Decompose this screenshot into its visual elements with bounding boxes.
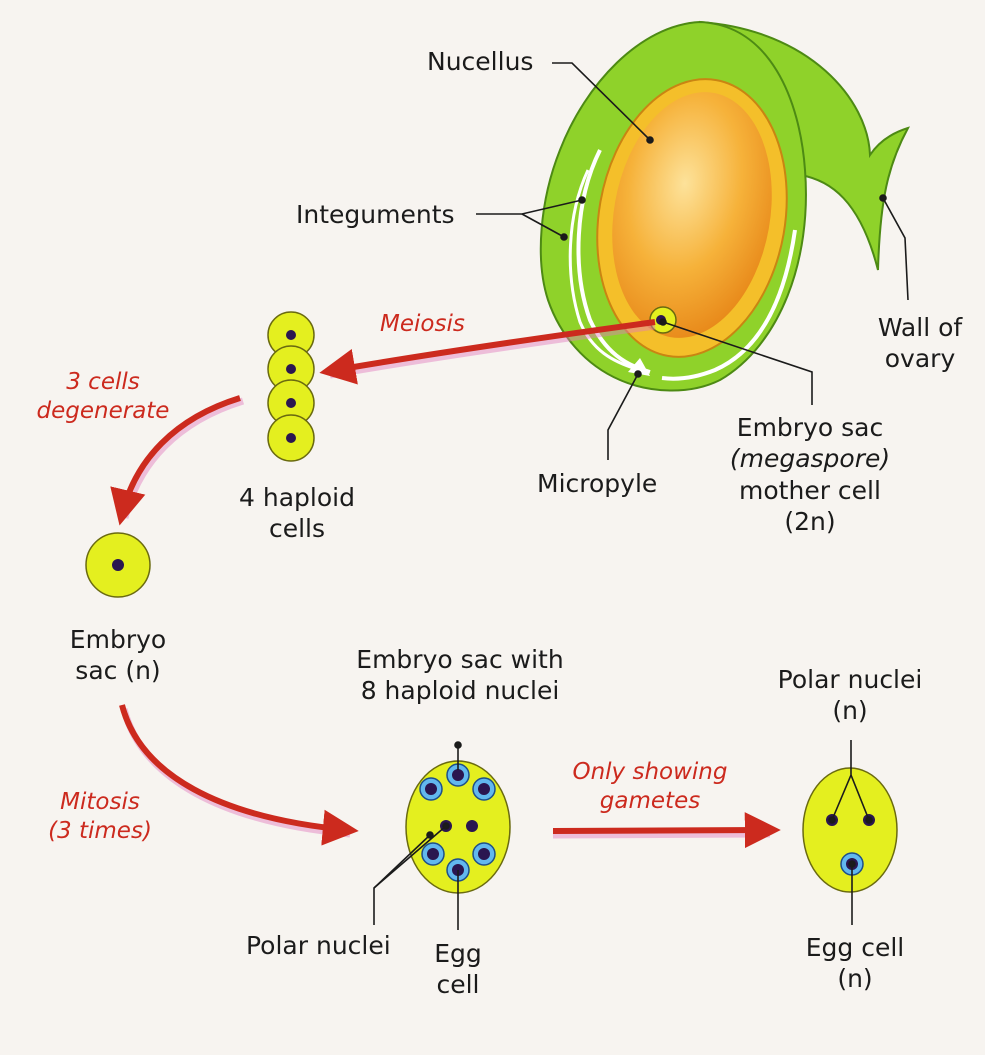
leader-lines — [373, 62, 909, 930]
label-egg-cell-right: Egg cell (n) — [775, 932, 935, 995]
label-polar-nuclei-right: Polar nuclei (n) — [760, 664, 940, 727]
label-egg-cell-right-line1: Egg cell — [805, 933, 905, 962]
label-mitosis-line2: (3 times) — [48, 817, 152, 844]
label-polar-nuclei-right-line2: (n) — [832, 696, 868, 726]
label-only-showing-line1: Only showing — [572, 759, 728, 785]
label-egg-cell-left-line1: Egg — [434, 939, 482, 968]
label-four-haploid-line2: cells — [268, 514, 326, 544]
label-degenerate-line2: degenerate — [36, 397, 170, 424]
haploid-cell — [267, 345, 315, 393]
label-embryo-sac-n-line2: sac (n) — [75, 656, 161, 686]
label-emc-line3: mother cell — [739, 475, 881, 505]
polar-nucleus — [466, 820, 478, 832]
synergid-nucleus — [421, 842, 445, 866]
label-embryo-sac-eight-line1: Embryo sac with — [356, 645, 564, 674]
label-wall-of-ovary-line2: ovary — [884, 344, 956, 374]
antipodal-nucleus — [472, 777, 496, 801]
label-mitosis-line1: Mitosis — [60, 789, 140, 815]
label-degenerate-line1: 3 cells — [66, 369, 140, 395]
ovule — [539, 20, 911, 392]
label-polar-nuclei-left: Polar nuclei — [246, 931, 391, 960]
meiosis-arrow — [329, 322, 656, 379]
label-egg-cell-left: Egg cell — [413, 938, 503, 1001]
gametes-arrow — [552, 830, 771, 839]
synergid-nucleus — [472, 842, 496, 866]
label-only-showing-line2: gametes — [599, 787, 701, 814]
micropyle-gap — [628, 358, 650, 376]
antipodal-nucleus — [446, 763, 470, 787]
embryo-sac-eight-nuclei — [405, 760, 511, 894]
label-egg-cell-left-line2: cell — [436, 970, 480, 1000]
label-mitosis: Mitosis (3 times) — [30, 788, 170, 846]
label-embryo-sac-n: Embryo sac (n) — [48, 624, 188, 687]
label-emc-line2: (megaspore) — [729, 444, 891, 474]
process-arrows — [110, 319, 781, 849]
label-embryo-sac-eight-line2: 8 haploid nuclei — [360, 676, 560, 706]
four-haploid-cells — [267, 311, 315, 462]
haploid-cell — [267, 311, 315, 359]
label-integuments: Integuments — [296, 200, 455, 229]
label-nucellus: Nucellus — [427, 47, 534, 76]
label-four-haploid-cells: 4 haploid cells — [222, 482, 372, 545]
embryo-sac-gametes — [802, 767, 898, 893]
label-megaspore-mother-cell: Embryo sac (megaspore) mother cell (2n) — [715, 412, 905, 537]
label-embryo-sac-n-line1: Embryo — [69, 625, 167, 654]
label-emc-line1: Embryo sac — [736, 413, 884, 442]
label-polar-nuclei-right-line1: Polar nuclei — [777, 665, 923, 694]
label-emc-line4: (2n) — [784, 506, 836, 536]
label-only-showing-gametes: Only showing gametes — [555, 758, 745, 816]
label-wall-of-ovary-line1: Wall of — [877, 313, 963, 342]
label-micropyle: Micropyle — [537, 469, 658, 498]
label-degenerate: 3 cells degenerate — [28, 368, 178, 426]
label-egg-cell-right-line2: (n) — [837, 964, 873, 994]
haploid-cell — [267, 414, 315, 462]
label-meiosis: Meiosis — [380, 311, 465, 337]
embryo-sac-single — [85, 532, 151, 598]
ovule-core — [612, 92, 772, 338]
label-wall-of-ovary: Wall of ovary — [860, 312, 980, 375]
label-embryo-sac-eight: Embryo sac with 8 haploid nuclei — [345, 644, 575, 707]
label-four-haploid-line1: 4 haploid — [239, 483, 355, 512]
antipodal-nucleus — [419, 777, 443, 801]
